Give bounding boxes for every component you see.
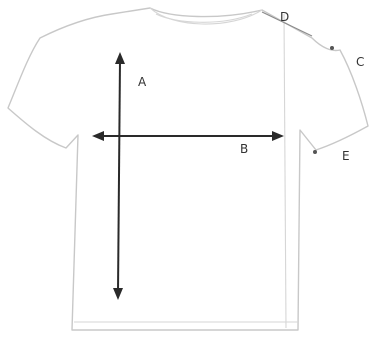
tshirt-body-outline: [7, 7, 369, 331]
collar-inner-outline: [155, 13, 253, 23]
collar-outline: [149, 7, 263, 25]
label-a: A: [138, 75, 147, 89]
label-c: C: [356, 55, 364, 69]
measurement-a-arrow: [113, 52, 125, 300]
arrowhead-left: [92, 131, 104, 141]
sleeve-point-e: [313, 150, 317, 154]
arrowhead-down: [113, 288, 123, 300]
measurement-c-marker: [330, 46, 334, 50]
measurement-e-marker: [313, 150, 317, 154]
label-d: D: [280, 10, 289, 24]
tshirt-outline: [7, 7, 369, 331]
right-seam: [283, 13, 287, 329]
sleeve-point-c: [330, 46, 334, 50]
arrowhead-up: [115, 52, 125, 64]
arrowhead-right: [272, 131, 284, 141]
measurement-d-marker: [261, 11, 313, 37]
label-e: E: [342, 149, 350, 163]
label-b: B: [240, 142, 248, 156]
measurement-b-arrow: [92, 131, 284, 141]
